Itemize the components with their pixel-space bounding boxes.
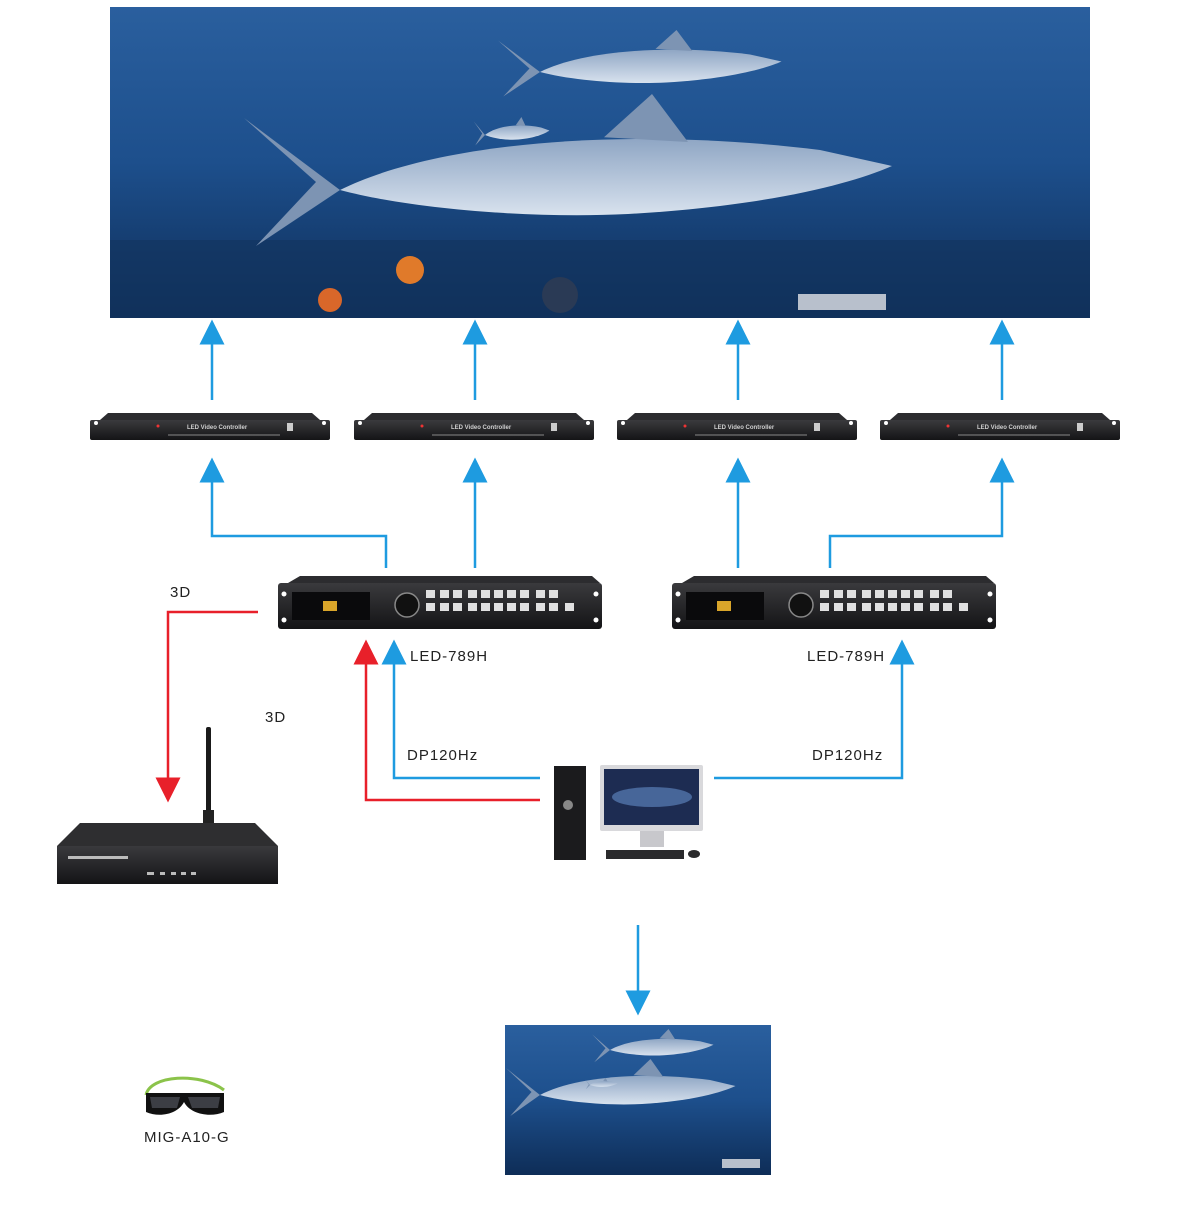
arrow-to-receiver-4	[828, 457, 1015, 568]
receiver-4-label: LED Video Controller	[977, 425, 1038, 431]
led-receiver-card-box	[90, 413, 330, 440]
arrow-to-receiver-1	[199, 457, 388, 568]
3d-label-top: 3D	[170, 584, 192, 601]
3d-label-wireless: 3D	[265, 709, 287, 726]
3d-glasses	[144, 1076, 225, 1115]
video-processors	[278, 575, 997, 630]
dp-right-label: DP120Hz	[812, 747, 884, 764]
led-wall-display	[110, 7, 1090, 318]
receiver-1-label: LED Video Controller	[187, 425, 248, 431]
pc-tower	[554, 766, 586, 860]
receivers	[90, 412, 1121, 441]
dp-link-left	[381, 639, 540, 780]
keyboard	[606, 850, 684, 859]
computer	[554, 765, 703, 860]
mouse	[688, 850, 700, 858]
3d-sync-to-emitter	[155, 610, 258, 803]
dp-left-label: DP120Hz	[407, 747, 479, 764]
3d-sync-from-pc	[353, 639, 540, 802]
3d-signal-emitter	[57, 727, 278, 884]
hisense-logo	[798, 294, 886, 310]
processor-left-label: LED-789H	[410, 648, 489, 665]
receiver-2-label: LED Video Controller	[451, 425, 512, 431]
processor-right-label: LED-789H	[807, 648, 886, 665]
dp-link-right	[714, 639, 915, 780]
glasses-label: MIG-A10-G	[144, 1129, 230, 1146]
preview-monitor	[505, 1025, 771, 1175]
receiver-3-label: LED Video Controller	[714, 425, 775, 431]
